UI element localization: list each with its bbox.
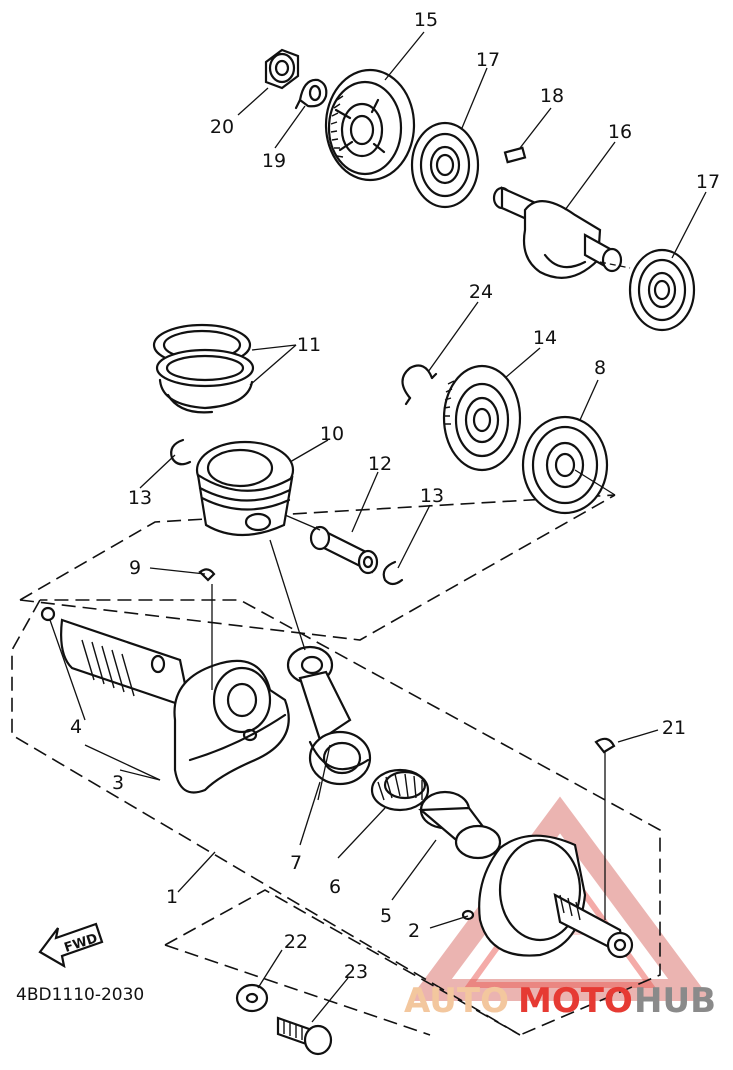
callout-19: 19	[262, 150, 286, 172]
part-needle-bearing	[370, 768, 430, 812]
part-balancer-gear	[442, 364, 522, 472]
part-crank-right	[461, 834, 634, 959]
callout-5: 5	[380, 905, 392, 927]
part-primary-gear	[324, 68, 416, 182]
callout-18: 18	[540, 85, 564, 107]
part-bearing-upper	[410, 121, 480, 209]
callout-4: 4	[70, 716, 82, 738]
forward-arrow: FWD	[38, 922, 104, 969]
callout-22: 22	[284, 931, 308, 953]
part-woodruff-key	[198, 568, 216, 582]
part-key	[503, 146, 527, 164]
assembly-outline-lower	[11, 494, 661, 1036]
callout-24: 24	[469, 281, 493, 303]
part-crank-pin	[418, 790, 502, 860]
part-piston-clip-left	[170, 438, 192, 466]
callout-6: 6	[329, 876, 341, 898]
callout-7: 7	[290, 852, 302, 874]
callout-17b: 17	[696, 171, 720, 193]
watermark-text: AUTO MOTO HUB	[404, 981, 716, 1021]
part-balancer-shaft	[492, 186, 631, 279]
callout-labels: 15 17 18 16 17 20 19 24 14 8 11 10 12 13…	[70, 9, 720, 983]
part-lock-washer	[294, 78, 328, 110]
callout-12: 12	[368, 453, 392, 475]
part-piston	[195, 440, 295, 537]
callout-17a: 17	[476, 49, 500, 71]
callout-11: 11	[297, 334, 321, 356]
part-piston-pin	[284, 514, 379, 575]
part-circlip-upper	[401, 364, 438, 406]
callout-20: 20	[210, 116, 234, 138]
part-piston-rings	[152, 323, 255, 414]
part-nut	[264, 48, 300, 90]
callout-15: 15	[414, 9, 438, 31]
part-connecting-rod	[286, 645, 372, 786]
callout-13b: 13	[420, 485, 444, 507]
leader-lines	[49, 31, 707, 1023]
part-crank-left	[40, 606, 290, 794]
part-bearing-crank	[521, 415, 616, 515]
callout-23: 23	[344, 961, 368, 983]
callout-21: 21	[662, 717, 686, 739]
part-code: 4BD1110-2030	[16, 985, 144, 1005]
part-washer	[235, 983, 269, 1013]
part-key-right	[594, 737, 616, 920]
part-bearing-right	[628, 248, 696, 332]
callout-14: 14	[533, 327, 557, 349]
watermark-part1: AUTO	[404, 981, 509, 1021]
callout-13a: 13	[128, 487, 152, 509]
callout-1: 1	[166, 886, 178, 908]
callout-2: 2	[408, 920, 420, 942]
watermark-part3: HUB	[634, 981, 716, 1021]
watermark-part2: MOTO	[518, 981, 633, 1021]
part-bolt	[276, 1016, 333, 1056]
callout-10: 10	[320, 423, 344, 445]
callout-16: 16	[608, 121, 632, 143]
part-piston-clip-right	[382, 560, 404, 586]
callout-3: 3	[112, 772, 124, 794]
callout-9: 9	[129, 557, 141, 579]
callout-8: 8	[594, 357, 606, 379]
